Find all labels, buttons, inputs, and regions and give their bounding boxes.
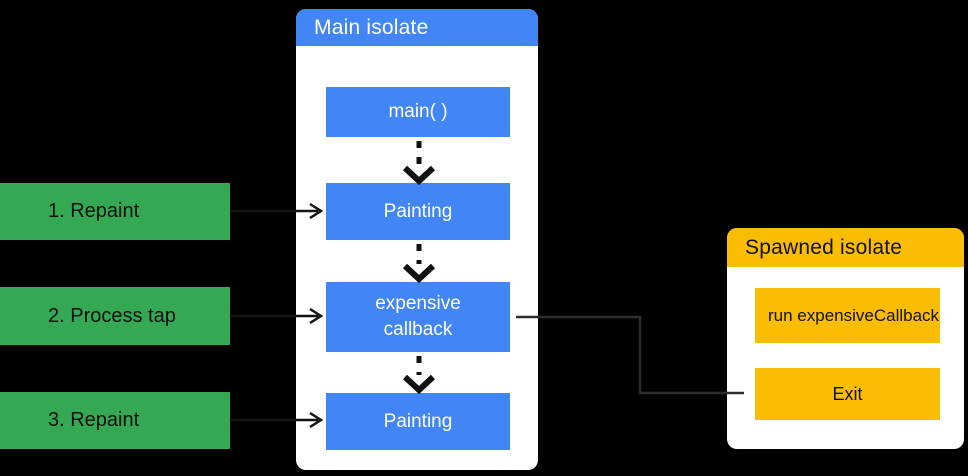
spawned-isolate-title: Spawned isolate (745, 235, 903, 259)
node-label: Painting (383, 410, 453, 432)
node-run-expensive-callback: run expensiveCallback (755, 288, 940, 343)
main-isolate-header: Main isolate (296, 9, 538, 46)
node-main-function: main( ) (326, 87, 510, 137)
node-painting-1: Painting (326, 183, 510, 240)
spawned-isolate-panel: Spawned isolate run expensiveCallback Ex… (727, 228, 964, 449)
step-label-repaint-3: 3. Repaint (0, 392, 230, 449)
node-label: Painting (383, 200, 453, 222)
node-exit: Exit (755, 368, 940, 420)
step-label-text: 3. Repaint (48, 409, 140, 431)
node-label: expensive callback (375, 293, 461, 340)
main-isolate-title: Main isolate (314, 15, 429, 39)
step-label-text: 2. Process tap (48, 304, 176, 327)
expensive-to-exit-connector (516, 315, 744, 395)
spawned-isolate-header: Spawned isolate (727, 228, 964, 267)
step-label-repaint-1: 1. Repaint (0, 183, 230, 240)
node-painting-2: Painting (326, 393, 510, 450)
node-label: Exit (832, 384, 863, 404)
node-expensive-callback: expensive callback (326, 282, 510, 352)
step-label-process-tap: 2. Process tap (0, 287, 230, 345)
main-isolate-panel: Main isolate main( ) Painting expensive … (296, 9, 538, 470)
node-label: run expensiveCallback (768, 306, 940, 325)
node-label: main( ) (388, 101, 448, 122)
step-label-text: 1. Repaint (48, 200, 140, 222)
